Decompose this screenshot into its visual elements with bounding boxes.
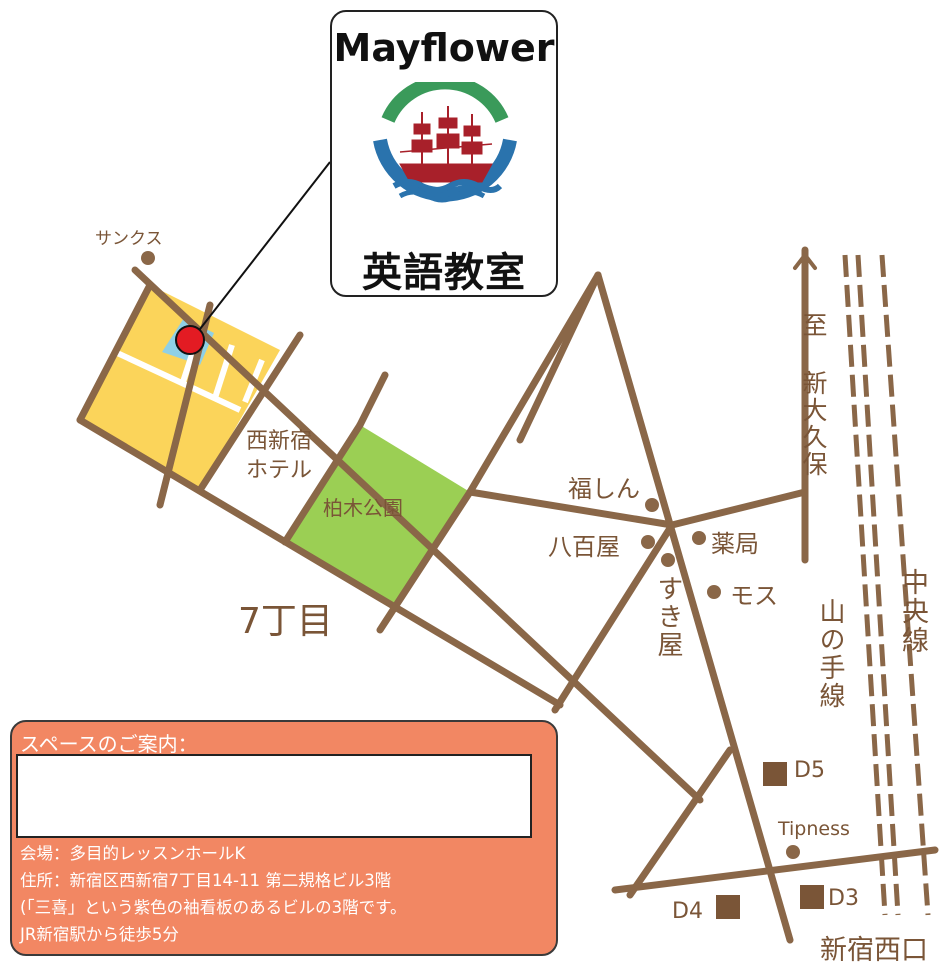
- info-building-note: (「三喜」という紫色の袖看板のあるビルの3階です。: [20, 898, 407, 917]
- label-yaoya: 八百屋: [548, 533, 620, 561]
- label-yamanote-line: 山の手線: [815, 598, 845, 710]
- station-exit-icon-d4: [716, 895, 740, 919]
- info-access: JR新宿駅から徒歩5分: [20, 925, 179, 944]
- shop-dot-icon-sunkus: [141, 251, 155, 265]
- station-exit-icon-d3: [800, 885, 824, 909]
- label-d4: D4: [672, 899, 703, 924]
- label-fukushin: 福しん: [568, 475, 640, 503]
- info-title: スペースのご案内：: [20, 732, 198, 756]
- space-info-panel: スペースのご案内： 会場：多目的レッスンホールK 住所：新宿区西新宿7丁目14-…: [10, 720, 558, 956]
- label-yakkyoku: 薬局: [711, 530, 759, 558]
- up-arrow-icon: [793, 251, 817, 302]
- label-d3: D3: [828, 886, 859, 911]
- shop-dot-icon-tipness: [786, 845, 800, 859]
- station-exit-icon-d5: [763, 762, 787, 786]
- logo-card: Mayflower 英語教室: [330, 10, 558, 297]
- shop-dot-icon-fukushin: [645, 498, 659, 512]
- label-kashiwagi-park: 柏木公園: [323, 496, 403, 520]
- logo-subtitle: 英語教室: [362, 250, 526, 296]
- label-to-shin-okubo: 至 新大久保: [799, 312, 828, 478]
- shop-dot-icon-yaoya: [641, 535, 655, 549]
- building-block: [80, 285, 280, 490]
- info-blank-area: [16, 754, 532, 838]
- shop-dot-icon-sukiya: [661, 553, 675, 567]
- sailing-ship-icon: [373, 82, 517, 203]
- label-sukiya: すき屋: [653, 575, 683, 659]
- shop-dots: [141, 251, 800, 859]
- label-tipness: Tipness: [778, 818, 850, 840]
- info-address: 住所：新宿区西新宿7丁目14-11 第二規格ビル3階: [20, 871, 392, 890]
- label-chuo-line: 中央線: [897, 568, 928, 655]
- railway-lines: [842, 254, 931, 916]
- logo-name: Mayflower: [333, 26, 555, 70]
- label-nishishinjuku-hotel-1: 西新宿: [246, 429, 313, 454]
- label-sunkus: サンクス: [95, 229, 163, 249]
- info-venue: 会場：多目的レッスンホールK: [20, 844, 246, 863]
- shop-dot-icon-yakkyoku: [692, 531, 706, 545]
- label-d5: D5: [794, 758, 825, 783]
- station-exits: [716, 762, 824, 919]
- logo-pointer-line: [192, 161, 331, 339]
- label-nishishinjuku-hotel-2: ホテル: [246, 458, 313, 483]
- location-marker-icon: [175, 325, 205, 355]
- label-mos: モス: [730, 582, 778, 610]
- label-shinjuku-nishiguchi: 新宿西口: [820, 935, 928, 966]
- shop-dot-icon-mos: [707, 585, 721, 599]
- label-7-chome: 7丁目: [238, 601, 333, 642]
